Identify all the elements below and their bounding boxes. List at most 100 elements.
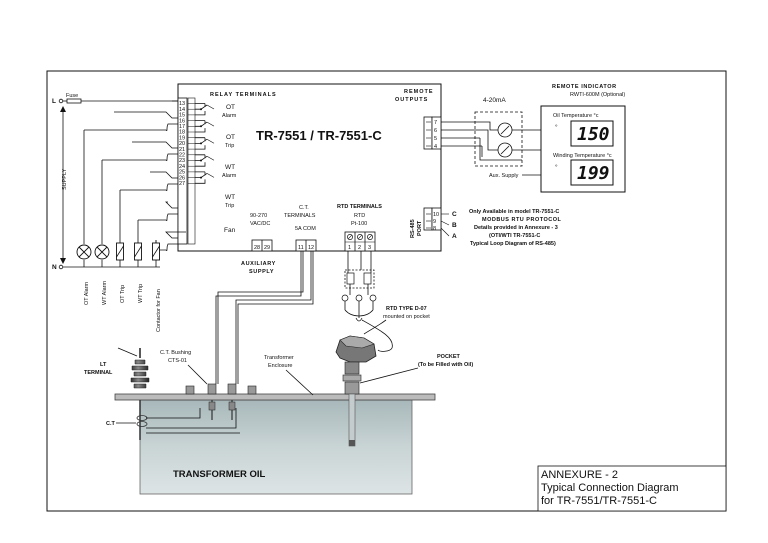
rs485-note-line2: MODBUS RTU PROTOCOL [482, 217, 562, 223]
relay-pin-20: 20 [179, 141, 185, 147]
oil-degree: ° [555, 123, 558, 131]
ct-terminal-block [295, 239, 317, 252]
meter-bottom [497, 142, 513, 158]
ct-bushing [185, 383, 257, 420]
line-n-terminal [58, 264, 64, 270]
ct-bushing-line1: C.T. Bushing [160, 350, 191, 356]
remote-outputs-line2: OUTPUTS [395, 97, 428, 103]
relay-label-fan: Fan [224, 227, 236, 234]
fuse-symbol [66, 98, 82, 104]
relay-pin-25: 25 [179, 170, 185, 176]
relay-pin-16: 16 [179, 118, 185, 124]
relay-contact-3 [195, 154, 215, 167]
annexure-line3: for TR-7551/TR-7551-C [541, 495, 657, 507]
rtd-pin-1: 1 [348, 245, 351, 251]
oil-temp-display [570, 120, 614, 147]
load-label-fan-contactor: Contactor for Fan [156, 289, 162, 332]
rs485-letters: CBA [440, 211, 457, 240]
load-label-ot-alarm: OT Alarm [84, 281, 90, 305]
line-l-terminal [58, 98, 64, 104]
rtd-screws [347, 234, 373, 240]
relay-sub-ot-alarm: Alarm [222, 113, 237, 119]
current-loop-label: 4-20mA [483, 97, 506, 104]
ct-rating: 5A COM [295, 226, 316, 232]
rs485-terminals [423, 207, 442, 231]
rs485-pin-8: 8 [433, 226, 436, 232]
relay-contact-0 [195, 103, 215, 116]
load-label-ot-trip: OT Trip [120, 285, 126, 303]
transformer-cover [114, 393, 436, 401]
relay-pin-21: 21 [179, 147, 185, 153]
rs485-note-line4: (OTI/WTI TR-7551-C [489, 233, 540, 239]
transformer-oil-label: TRANSFORMER OIL [173, 469, 266, 480]
ct-label: C.T [106, 421, 116, 427]
relay-pin-17: 17 [179, 124, 185, 130]
fuse-label: Fuse [66, 93, 78, 99]
relay-pin-23: 23 [179, 158, 185, 164]
enclosure-line2: Enclosure [268, 363, 292, 369]
controller-box [177, 83, 442, 252]
load-symbol-4 [152, 242, 160, 261]
relay-label-ot-trip: OT [226, 134, 235, 141]
annexure-line1: ANNEXURE - 2 [541, 469, 618, 481]
aux-supply-label1: AUXILIARY [241, 261, 276, 267]
load-symbol-2 [116, 242, 124, 261]
relay-terminals-heading: RELAY TERMINALS [210, 92, 277, 98]
ct-pin-11: 11 [298, 245, 304, 251]
rtd-type-line1: RTD TYPE D-07 [386, 306, 427, 312]
supply-pin-28: 28 [254, 245, 260, 251]
relay-contacts [195, 103, 215, 184]
rtd-pin-3: 3 [368, 245, 371, 251]
supply-voltage: 90-270 [250, 213, 267, 219]
relay-contact-4 [195, 171, 215, 184]
winding-temp-value: 199 [577, 163, 610, 184]
load-label-wt-alarm: WT Alarm [102, 281, 108, 305]
oil-temp-value: 150 [577, 124, 610, 145]
meter-top [497, 122, 513, 138]
pocket-line2: (To be Filled with Oil) [418, 362, 473, 368]
relay-pin-26: 26 [179, 175, 185, 181]
aux-supply-label2: SUPPLY [249, 269, 274, 275]
load-symbol-1 [94, 244, 110, 260]
ct-bushing-line2: CTS-01 [168, 358, 187, 364]
load-symbol-3 [134, 242, 142, 261]
relay-pin-19: 19 [179, 135, 185, 141]
load-symbols [76, 242, 160, 261]
relay-pin-27: 27 [179, 181, 185, 187]
annexure-box [537, 465, 727, 512]
relay-pin-18: 18 [179, 130, 185, 136]
loop-wiring [441, 121, 541, 161]
supply-type: VAC/DC [250, 221, 270, 227]
relay-label-wt-alarm: WT [225, 164, 235, 171]
relay-sub-ot-trip: Trip [225, 143, 234, 149]
oil-temp-label: Oil Temperature °c [553, 113, 599, 119]
remote-pin-4: 4 [434, 144, 437, 150]
ct-terminals-line2: TERMINALS [284, 213, 316, 219]
load-symbol-0 [76, 244, 92, 260]
relay-pin-22: 22 [179, 153, 185, 159]
drawing-frame [46, 70, 727, 512]
rs485-note-line1: Only Available in model TR-7551-C [469, 209, 559, 215]
aux-supply-label: Aux. Supply [489, 173, 519, 179]
rs485-letter-A: A [452, 233, 457, 240]
relay-sub-wt-alarm: Alarm [222, 173, 237, 179]
annexure-line2: Typical Connection Diagram [541, 482, 679, 494]
relay-label-wt-trip: WT [225, 194, 235, 201]
relay-contact-1 [195, 120, 215, 133]
remote-outputs-line1: REMOTE [404, 89, 434, 95]
relay-label-ot-alarm: OT [226, 104, 235, 111]
rtd-terminals-heading: RTD TERMINALS [337, 204, 382, 210]
relay-sub-wt-trip: Trip [225, 203, 234, 209]
lt-terminal-line1: LT [100, 362, 107, 368]
loop-converter-box [474, 111, 523, 167]
line-l-label: L [52, 98, 56, 105]
ct-secondary-wiring [146, 408, 240, 434]
remote-output-terminals [423, 116, 442, 150]
relay-pin-15: 15 [179, 113, 185, 119]
enclosure-line1: Transformer [264, 355, 294, 361]
load-label-wt-trip: WT Trip [138, 284, 144, 303]
